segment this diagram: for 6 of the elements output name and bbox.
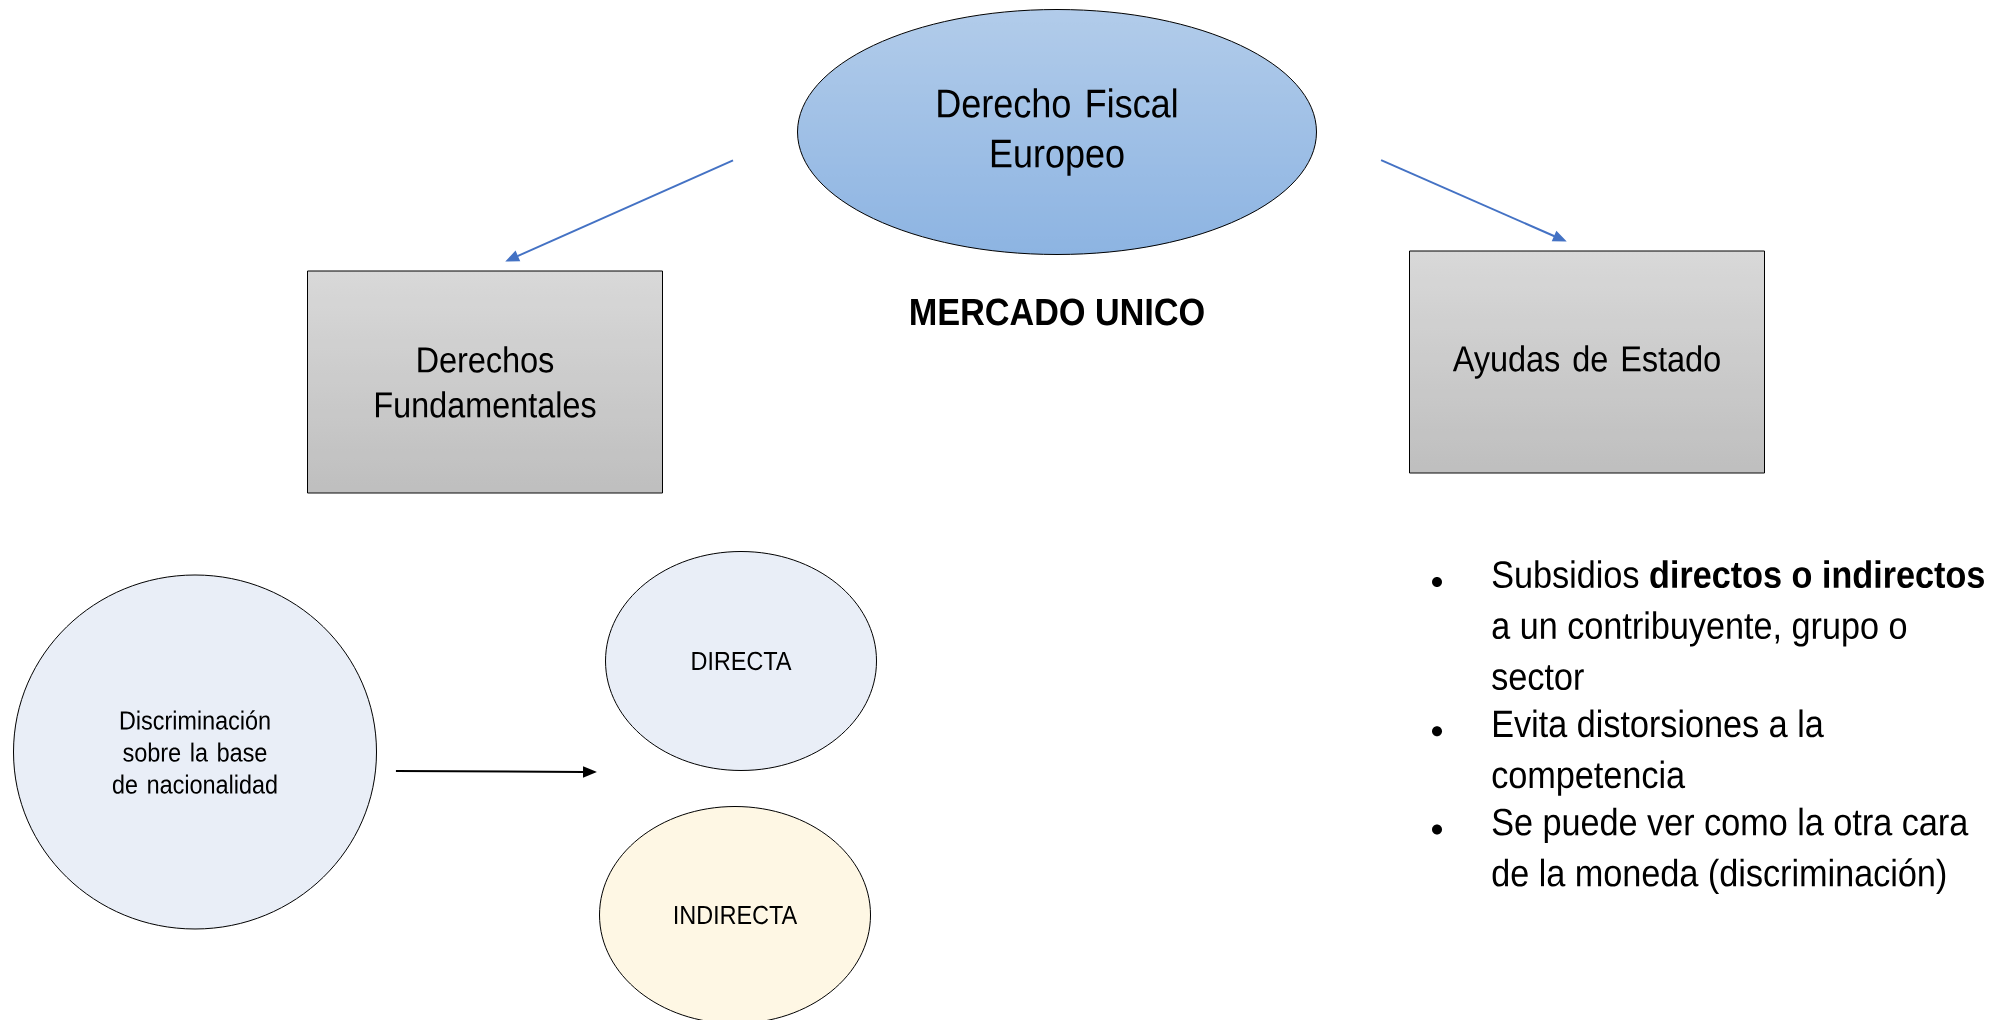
bullet-item: Subsidios directos o indirectos a un contribuyente, grupo o sector (1492, 560, 1984, 691)
heading: MERCADO UNICO (911, 298, 1204, 326)
bullet-item: Se puede ver como la otra cara de la moneda (discriminación) (1492, 807, 1969, 895)
process-box: Derechos Fundamentales (307, 270, 663, 494)
bullet-item: Evita distorsiones a la competencia (1492, 709, 1824, 796)
process-box: Ayudas de Estado (1409, 250, 1765, 474)
